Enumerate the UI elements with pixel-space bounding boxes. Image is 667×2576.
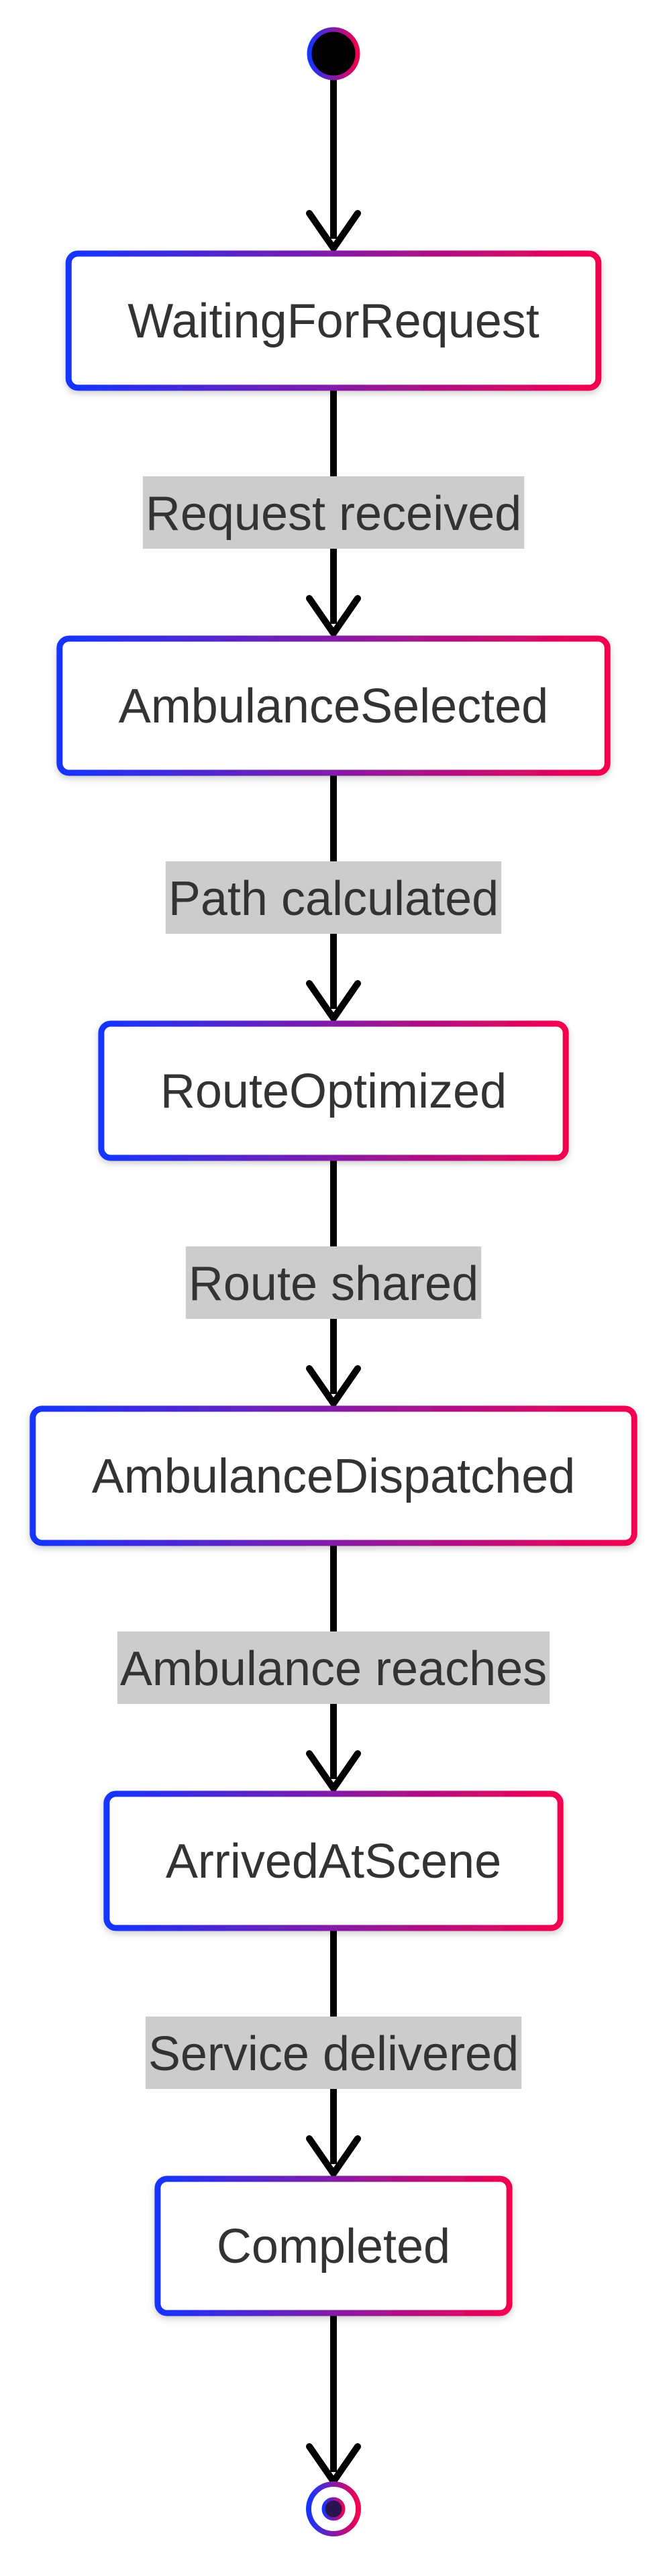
state-node-selected: AmbulanceSelected: [56, 635, 611, 776]
transition-label-bg: [142, 476, 525, 549]
final-state-core: [321, 2497, 346, 2521]
transition-arrow-1-arrowhead: [306, 595, 361, 637]
start-transition-arrow: [306, 78, 361, 252]
transition-label: Route shared: [189, 1257, 478, 1311]
final-state: [306, 2481, 361, 2536]
transition-label-bg: [185, 1246, 482, 1319]
state-box: [30, 1405, 637, 1546]
state-label: WaitingForRequest: [127, 294, 540, 348]
transition-label-bg: [165, 861, 502, 934]
state-box: [56, 635, 611, 776]
transition-label: Ambulance reaches: [120, 1642, 547, 1696]
state-label: ArrivedAtScene: [166, 1835, 501, 1888]
state-label: Completed: [217, 2220, 450, 2273]
transition-arrow-5-arrowhead: [306, 2135, 361, 2177]
transition-arrow-3: Route shared: [185, 1158, 482, 1407]
transition-arrow-1: Request received: [142, 388, 525, 637]
transition-arrow-4-arrowhead: [306, 1750, 361, 1792]
transition-label: Path calculated: [168, 872, 499, 926]
state-box: [98, 1020, 569, 1161]
state-label: RouteOptimized: [160, 1065, 507, 1118]
transition-label: Request received: [146, 487, 521, 541]
state-node-dispatched: AmbulanceDispatched: [30, 1405, 637, 1546]
transition-label-bg: [145, 2017, 522, 2089]
state-box: [65, 250, 602, 391]
state-node-waiting: WaitingForRequest: [65, 250, 602, 391]
transition-arrow-5: Service delivered: [145, 1928, 522, 2177]
transition-arrow-2-arrowhead: [306, 980, 361, 1022]
state-node-arrived: ArrivedAtScene: [103, 1790, 564, 1931]
nodes-layer: WaitingForRequestAmbulanceSelectedRouteO…: [30, 27, 637, 2536]
state-node-optimized: RouteOptimized: [98, 1020, 569, 1161]
initial-state: [307, 27, 360, 80]
final-transition-arrow: [306, 2313, 361, 2485]
transition-arrow-3-arrowhead: [306, 1365, 361, 1407]
state-label: AmbulanceDispatched: [92, 1450, 575, 1503]
state-node-completed: Completed: [154, 2176, 513, 2316]
transition-label: Service delivered: [148, 2027, 519, 2081]
start-transition-arrow-arrowhead: [306, 210, 361, 252]
transition-arrow-4: Ambulance reaches: [117, 1543, 550, 1792]
transition-label-bg: [117, 1631, 550, 1704]
transition-arrow-2: Path calculated: [165, 773, 502, 1022]
state-box: [103, 1790, 564, 1931]
state-label: AmbulanceSelected: [119, 680, 548, 733]
state-box: [154, 2176, 513, 2316]
